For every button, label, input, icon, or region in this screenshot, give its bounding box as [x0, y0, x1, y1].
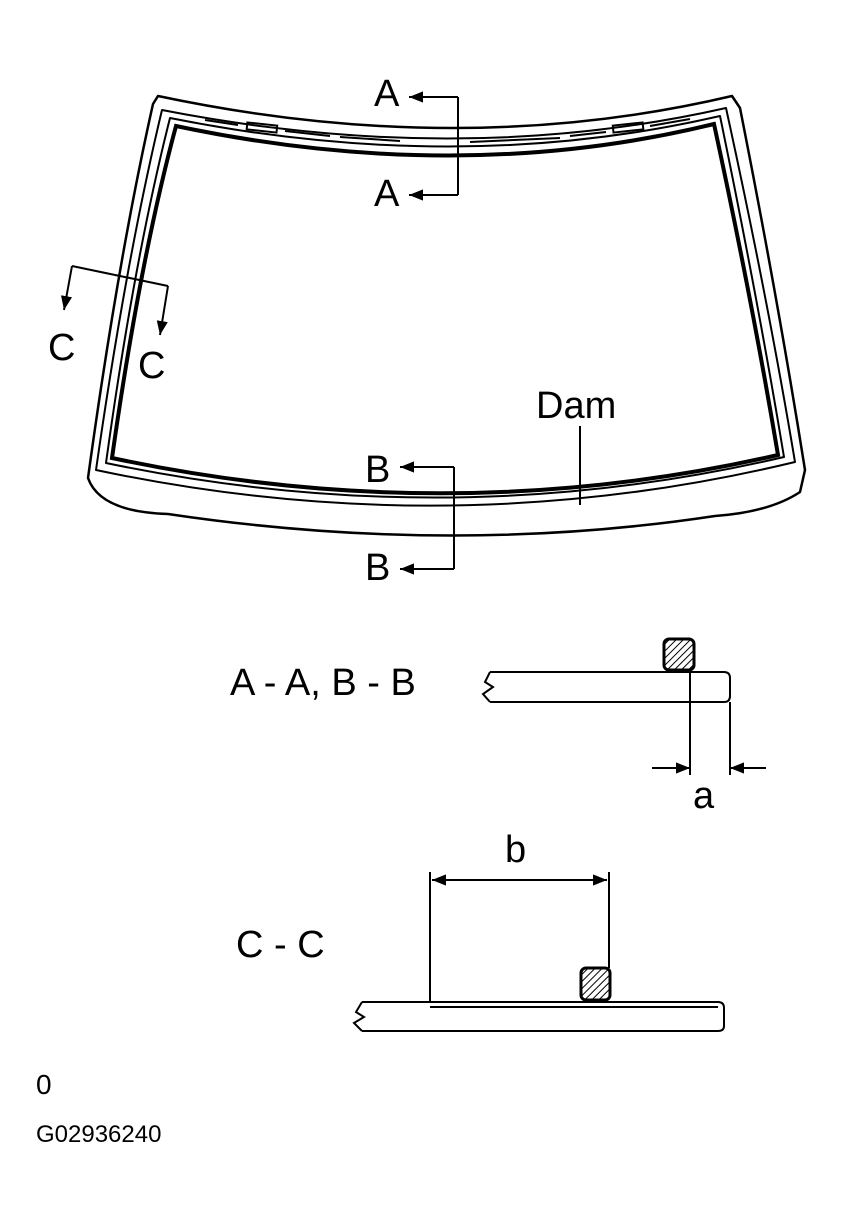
dimension-a-label: a [693, 775, 715, 817]
section-ab-detail [481, 637, 766, 775]
dam-line [109, 121, 781, 496]
section-ab-title: A - A, B - B [230, 662, 416, 704]
figure-id: G02936240 [36, 1121, 161, 1148]
glass-inner-line [105, 115, 785, 499]
glass-border-line [95, 107, 796, 507]
section-a-bottom-label: A [374, 173, 400, 215]
section-b-top-label: B [365, 449, 390, 491]
section-c-marker [60, 265, 169, 336]
section-cc-detail [352, 872, 725, 1032]
section-cc-dam-block [579, 966, 612, 1002]
section-c-right-label: C [138, 345, 165, 387]
top-slots [204, 118, 691, 143]
section-b-marker [400, 461, 455, 575]
section-c-left-label: C [48, 327, 75, 369]
glass-outer-edge [86, 94, 807, 537]
section-a-top-label: A [374, 73, 400, 115]
dimension-b-label: b [505, 829, 526, 871]
section-a-marker [409, 91, 459, 201]
section-cc-title: C - C [236, 924, 325, 966]
footer-mark: 0 [36, 1069, 52, 1100]
section-ab-dam-block [662, 637, 696, 672]
windshield-glass [86, 94, 807, 537]
dam-label: Dam [536, 385, 616, 427]
section-b-bottom-label: B [365, 547, 390, 589]
